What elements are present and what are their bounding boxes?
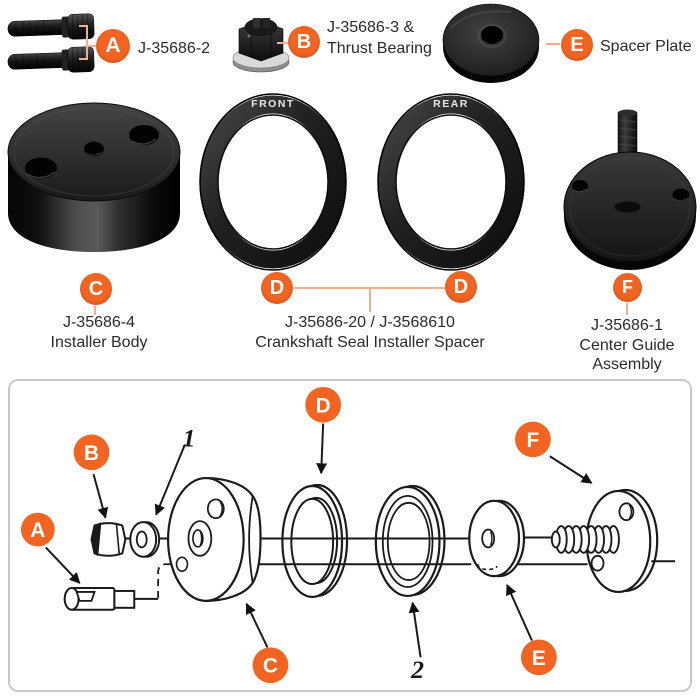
callout-e-badge: E [561, 29, 593, 61]
connector-f [626, 303, 628, 315]
callout-d2-letter: D [453, 275, 469, 298]
diagram-callout-arrows [45, 423, 593, 658]
spacer-plate-photo [442, 3, 540, 83]
callout-a-badge: A [96, 29, 130, 63]
label-f-part-name-line1: Center Guide [579, 336, 675, 354]
center-guide-assembly-photo [563, 109, 697, 270]
callout-b-badge: B [288, 26, 320, 58]
bracket-a-stub-mid [86, 45, 98, 47]
diagram-callout-e-letter: E [532, 647, 546, 670]
callout-d1-letter: D [269, 276, 285, 299]
diagram-callout-f-badge: F [515, 421, 551, 458]
connector-c [94, 306, 96, 315]
label-f-part-number: J-35686-1 [590, 317, 664, 334]
label-b-line1: J-35686-3 & [327, 19, 415, 36]
bracket-a-vertical [86, 26, 88, 60]
diagram-callout-d-letter: D [316, 394, 331, 417]
front-seal-spacer-ring-photo: FRONT [199, 93, 347, 271]
callout-c-letter: C [88, 277, 104, 300]
diagram-callout-f-letter: F [527, 429, 540, 452]
connector-d-vertical [369, 289, 371, 312]
callout-d1-badge: D [261, 272, 293, 304]
rear-ring-marking: REAR [433, 98, 469, 110]
front-ring-marking: FRONT [251, 98, 295, 110]
bolts-photo [7, 13, 95, 73]
label-d-block: J-35686-20 / J-3568610 Crankshaft Seal I… [240, 313, 500, 352]
callout-b-letter: B [296, 30, 312, 53]
exploded-view-diagram: A B C D E [20, 386, 676, 684]
diagram-callout-b-badge: B [73, 434, 110, 471]
diagram-washer-1 [129, 521, 161, 558]
connector-e [546, 43, 560, 45]
connector-d-horizontal [294, 287, 445, 289]
diagram-callout-c-badge: C [252, 647, 289, 684]
diagram-bolt-a [63, 563, 176, 611]
bolt-1 [7, 13, 95, 40]
diagram-seal-ring-2 [374, 484, 446, 598]
diagram-installer-body-c [166, 476, 262, 602]
diagram-spacer-plate-e [468, 499, 526, 578]
label-d-part-number: J-35686-20 / J-3568610 [285, 314, 455, 331]
bracket-a-stub-bottom [79, 58, 88, 60]
assembly-diagram-panel: A B C D E [8, 379, 692, 692]
diagram-callout-c-letter: C [263, 655, 278, 678]
diagram-threaded-stud [550, 525, 620, 554]
callout-d2-badge: D [445, 271, 477, 303]
label-f-part-name-line2: Assembly [592, 356, 662, 373]
label-f-block: J-35686-1 Center Guide Assembly [552, 316, 700, 375]
diagram-callout-d-badge: D [305, 386, 342, 423]
flange-nut-photo [232, 18, 290, 73]
callout-f-letter: F [622, 277, 633, 297]
connector-b [277, 42, 289, 44]
callout-e-letter: E [570, 33, 584, 56]
rear-seal-spacer-ring-photo: REAR [377, 93, 525, 271]
bracket-a-stub-top [79, 25, 88, 27]
label-b-part: J-35686-3 & Thrust Bearing [327, 17, 432, 59]
label-a-part-number: J-35686-2 [138, 40, 211, 57]
diagram-callout-e-badge: E [520, 639, 557, 676]
diagram-nut-b [90, 522, 127, 557]
label-b-line2: Thrust Bearing [327, 40, 432, 57]
bolt-2 [7, 46, 95, 73]
label-d-part-name: Crankshaft Seal Installer Spacer [255, 333, 485, 351]
diagram-ref-1: 1 [182, 423, 195, 452]
installer-body-photo [7, 102, 181, 252]
callout-c-badge: C [80, 273, 112, 305]
diagram-callout-b-letter: B [84, 442, 99, 465]
diagram-callout-a-letter: A [30, 519, 45, 542]
label-c-part-number: J-35686-4 [62, 314, 136, 331]
diagram-callout-a-badge: A [20, 512, 55, 547]
label-e-name: Spacer Plate [600, 38, 692, 55]
diagram-ref-2: 2 [410, 655, 424, 684]
label-c-part-name: Installer Body [50, 333, 148, 351]
callout-f-badge: F [613, 273, 642, 302]
diagram-ring-d [281, 483, 349, 598]
label-c-block: J-35686-4 Installer Body [24, 313, 174, 352]
callout-a-letter: A [105, 34, 121, 57]
